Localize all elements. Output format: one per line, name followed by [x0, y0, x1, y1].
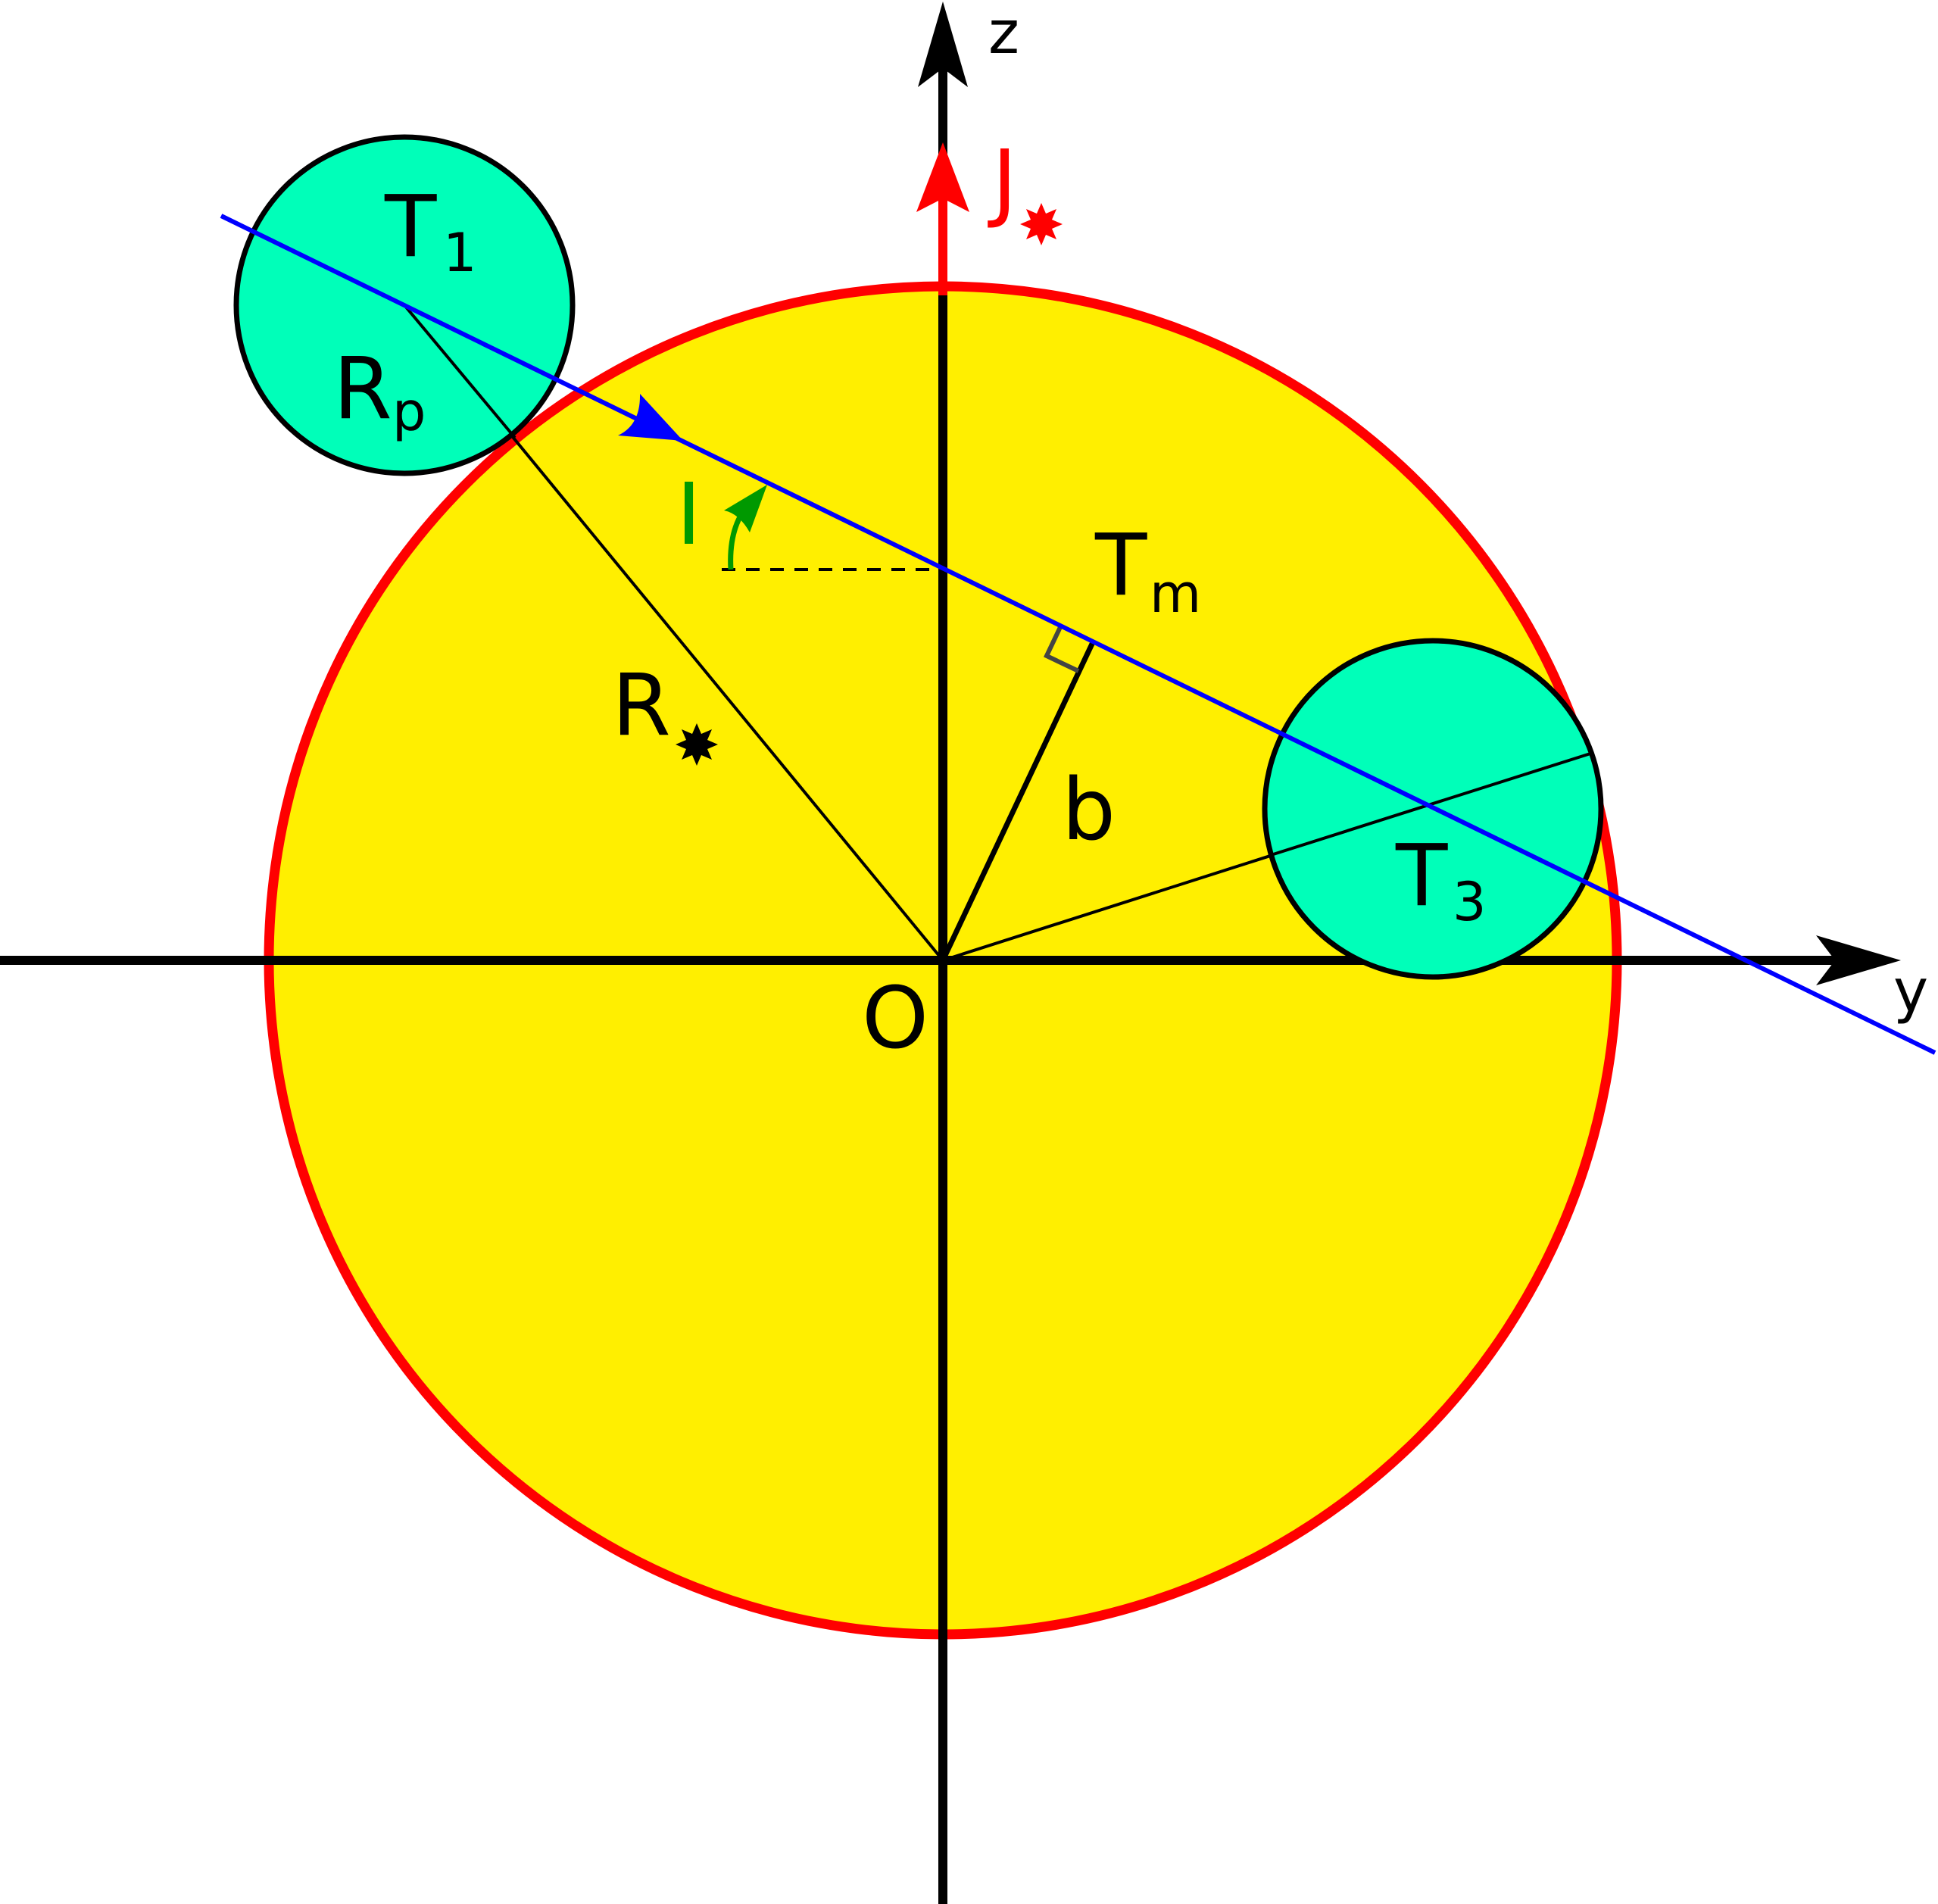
impact-parameter-label: b	[1062, 761, 1116, 860]
planet-radius-line	[403, 304, 516, 439]
z-axis-label: z	[988, 0, 1019, 67]
y-axis-arrowhead-icon	[1816, 935, 1901, 985]
inclination-label: I	[676, 466, 701, 564]
planet-radius-label: R	[333, 340, 392, 439]
stellar-radius-label: R	[612, 657, 671, 755]
z-axis-arrowhead-icon	[918, 2, 968, 87]
right-angle-marker	[1044, 626, 1080, 673]
t1-subscript: 1	[443, 222, 477, 284]
spin-star-burst-icon	[1020, 203, 1063, 245]
planet-radius-subscript: p	[392, 381, 426, 443]
transit-direction-arrowhead-icon	[618, 394, 683, 441]
midtransit-label: T	[1094, 517, 1147, 615]
midtransit-subscript: m	[1150, 563, 1201, 625]
t1-label: T	[384, 178, 437, 276]
t3-label: T	[1395, 827, 1448, 925]
inclination-arrowhead-icon	[724, 485, 767, 532]
impact-parameter-line	[940, 641, 1096, 962]
transit-chord-line	[220, 214, 1936, 1055]
y-axis-label: y	[1893, 957, 1928, 1025]
t3-subscript: 3	[1453, 871, 1487, 933]
stellar-radius-star-burst-icon	[676, 723, 718, 766]
spin-axis-arrowhead-icon	[916, 142, 969, 212]
origin-label: O	[862, 969, 928, 1068]
spin-label: J	[988, 133, 1017, 231]
